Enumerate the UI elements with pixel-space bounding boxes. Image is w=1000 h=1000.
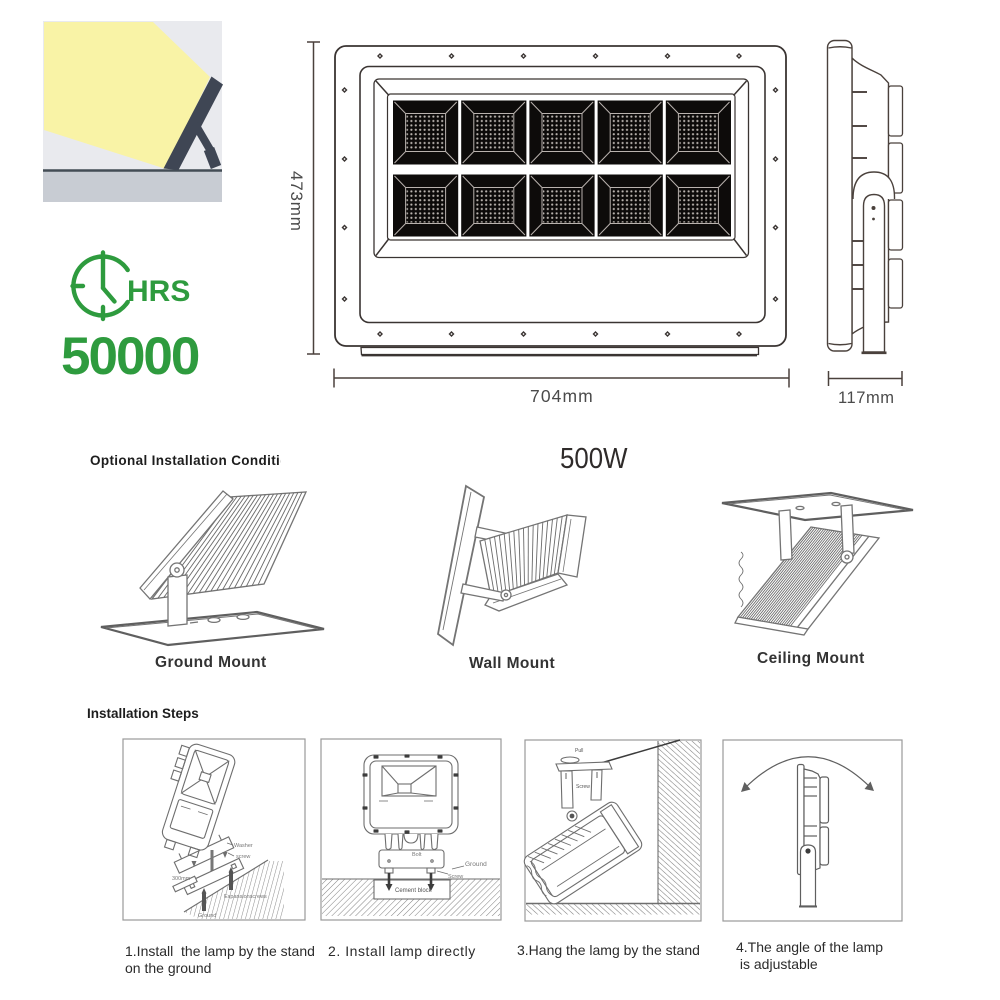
svg-text:Expansionscrews: Expansionscrews (224, 894, 267, 900)
svg-text:Bolt: Bolt (412, 852, 422, 858)
svg-text:704mm: 704mm (530, 386, 594, 406)
svg-text:Screw: Screw (576, 784, 590, 790)
svg-text:screw: screw (236, 854, 250, 860)
svg-text:Cement block: Cement block (395, 888, 433, 894)
svg-text:117mm: 117mm (838, 389, 895, 407)
svg-text:Pull: Pull (575, 748, 583, 754)
svg-text:50000: 50000 (61, 327, 199, 386)
svg-text:Washer: Washer (234, 843, 253, 849)
svg-text:Ground: Ground (198, 913, 216, 919)
svg-text:Ground: Ground (465, 861, 487, 868)
svg-text:Screw: Screw (448, 874, 463, 880)
svg-text:HRS: HRS (127, 275, 190, 308)
svg-text:300mm: 300mm (172, 876, 191, 882)
svg-text:473mm: 473mm (287, 171, 306, 232)
